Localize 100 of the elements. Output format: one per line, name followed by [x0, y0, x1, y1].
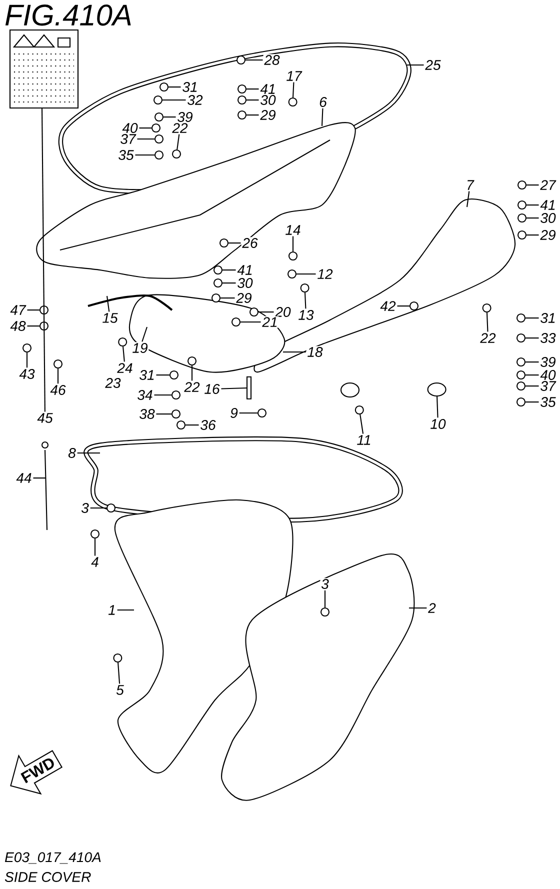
- leader-line: [122, 346, 125, 362]
- part-drawing: [237, 95, 247, 105]
- callout-number: 6: [318, 96, 328, 108]
- callout-number: 41: [259, 83, 277, 95]
- part-drawing: [516, 397, 526, 407]
- part-drawing: [517, 180, 527, 190]
- callout-number: 16: [203, 383, 221, 395]
- part-drawing: [516, 333, 526, 343]
- leader-line: [526, 204, 539, 206]
- leader-line: [26, 352, 28, 368]
- callout-number: 28: [263, 54, 281, 66]
- callout-number: 34: [136, 389, 154, 401]
- callout-number: 29: [259, 109, 277, 121]
- callout-number: 3: [320, 578, 330, 590]
- callout-number: 21: [261, 316, 279, 328]
- leader-line: [486, 312, 488, 332]
- part-drawing: [154, 112, 164, 122]
- part-drawing: [171, 390, 181, 400]
- callout-number: 35: [117, 149, 135, 161]
- leader-line: [137, 138, 154, 140]
- callout-number: 18: [306, 346, 324, 358]
- callout-number: 46: [49, 384, 67, 396]
- callout-number: 29: [235, 292, 253, 304]
- callout-number: 29: [539, 229, 557, 241]
- part-drawing: [211, 293, 221, 303]
- callout-number: 13: [297, 309, 315, 321]
- callout-number: 37: [119, 133, 137, 145]
- callout-number: 14: [284, 224, 302, 236]
- callout-number: 26: [241, 237, 259, 249]
- leader-line: [57, 368, 59, 384]
- part-drawing: [287, 269, 297, 279]
- callout-number: 35: [539, 396, 557, 408]
- callout-number: 37: [539, 380, 557, 392]
- part-drawing: [236, 55, 246, 65]
- part-drawing: [118, 337, 128, 347]
- leader-line: [94, 538, 96, 556]
- leader-line: [526, 337, 539, 339]
- callout-number: 39: [539, 356, 557, 368]
- leader-line: [526, 317, 539, 319]
- callout-number: 23: [105, 378, 121, 388]
- leader-line: [162, 99, 186, 101]
- part-drawing: [517, 230, 527, 240]
- leader-line: [239, 412, 258, 414]
- leader-line: [407, 64, 424, 66]
- leader-line: [90, 507, 106, 509]
- part-drawing: [113, 653, 122, 663]
- leader-line: [526, 217, 539, 219]
- callout-number: 24: [116, 362, 134, 374]
- part-drawing: [249, 307, 259, 317]
- callout-number: 17: [285, 70, 303, 82]
- callout-number: 48: [9, 320, 27, 332]
- leader-line: [27, 309, 40, 311]
- leader-line: [186, 424, 199, 426]
- leader-line: [222, 269, 236, 271]
- leader-line: [117, 609, 134, 611]
- part-drawing: [219, 238, 229, 248]
- callout-number: 10: [429, 418, 447, 430]
- leader-line: [436, 396, 438, 418]
- callout-number: 31: [539, 312, 557, 324]
- leader-line: [526, 374, 539, 376]
- part-drawing: [151, 123, 161, 133]
- part-drawing: [427, 382, 446, 397]
- part-drawing: [517, 213, 527, 223]
- callout-number: 15: [101, 312, 119, 324]
- leader-line: [27, 325, 40, 327]
- callout-number: 30: [539, 212, 557, 224]
- part-drawing: [288, 251, 298, 261]
- callout-number: 32: [186, 94, 204, 106]
- part-drawing: [516, 313, 526, 323]
- callout-number: 30: [236, 277, 254, 289]
- leader-line: [164, 116, 176, 118]
- part-drawing: [257, 408, 267, 418]
- leader-line: [409, 607, 427, 609]
- leader-line: [154, 394, 172, 396]
- leader-line: [77, 452, 100, 454]
- leader-line: [397, 305, 410, 307]
- leader-line: [258, 311, 274, 313]
- part-drawing: [516, 381, 526, 391]
- callout-number: 2: [427, 602, 437, 614]
- callout-number: 11: [356, 434, 372, 446]
- callout-number: 4: [90, 556, 100, 568]
- leader-line: [246, 99, 259, 101]
- leader-line: [246, 88, 259, 90]
- drawing-code: E03_017_410A: [4, 852, 101, 864]
- part-drawing: [237, 84, 247, 94]
- leader-line: [106, 296, 110, 312]
- leader-line: [135, 154, 154, 156]
- leader-line: [240, 321, 261, 323]
- callout-number: 30: [259, 94, 277, 106]
- leader-line: [324, 590, 326, 608]
- callout-number: 3: [80, 502, 90, 514]
- callout-number: 44: [15, 472, 33, 484]
- callout-number: 19: [131, 342, 149, 354]
- callout-number: 38: [138, 408, 156, 420]
- leader-line: [142, 326, 148, 342]
- part-drawing: [153, 95, 163, 105]
- part-drawing: [288, 97, 298, 107]
- figure-title: FIG.410A: [5, 4, 131, 26]
- callout-number: 1: [107, 604, 117, 616]
- part-drawing: [354, 405, 364, 415]
